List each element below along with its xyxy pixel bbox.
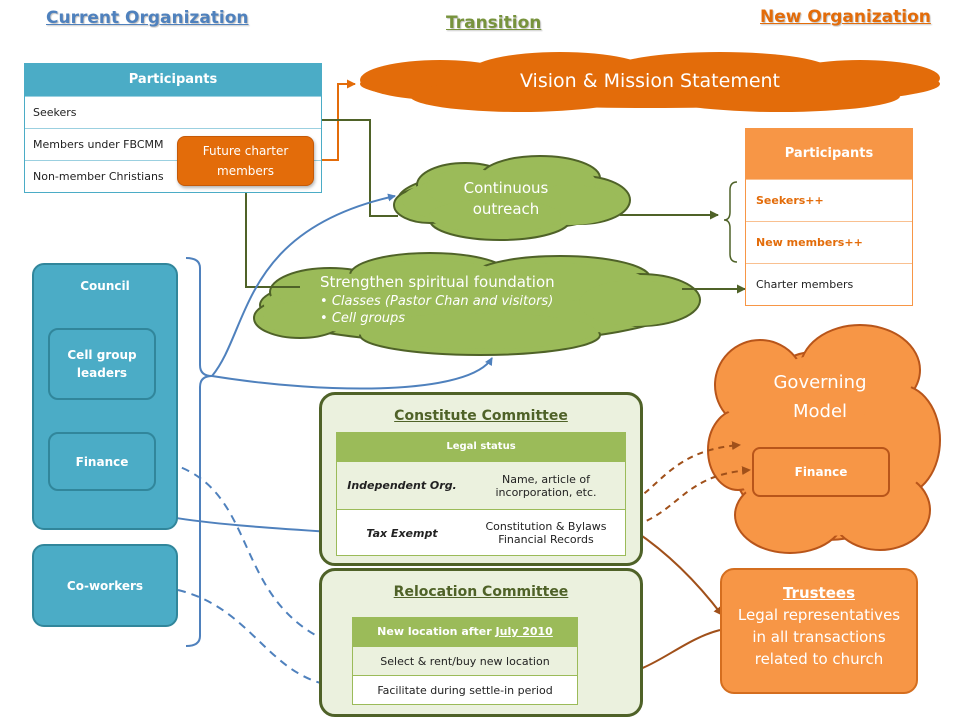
table-header: Participants: [746, 129, 912, 179]
cell-group-leaders-box: Cell group leaders: [48, 328, 156, 400]
spiritual-bullet: • Classes (Pastor Chan and visitors): [320, 294, 554, 309]
council-to-spiritual-arrow: [211, 357, 493, 390]
table-row: Independent Org. Name, article of incorp…: [337, 461, 625, 509]
table-cell: Name, article of incorporation, etc.: [495, 472, 597, 499]
table-row: Seekers++: [746, 179, 912, 221]
trustees-title: Trustees: [782, 584, 856, 602]
table-cell: Constitution & Bylaws Financial Records: [485, 520, 607, 546]
table-row: New members++: [746, 221, 912, 263]
vision-mission-label: Vision & Mission Statement: [519, 70, 781, 92]
transition-heading: Transition: [446, 13, 542, 33]
governing-model-label: Governing Model: [773, 372, 867, 422]
council-to-outreach-arrow: [211, 193, 396, 377]
constitute-committee-title: Constitute Committee: [394, 408, 568, 424]
table-cell: Independent Org.: [347, 479, 457, 492]
table-row: Facilitate during settle-in period: [353, 675, 577, 704]
governing-finance-box: Finance: [752, 447, 890, 497]
future-charter-members-label: Future charter members: [202, 144, 289, 178]
relocation-committee-title: Relocation Committee: [393, 584, 569, 600]
table-header: Legal status: [337, 433, 625, 461]
vision-cloud-shape: [360, 52, 940, 112]
table-row: Non-member Christians: [25, 160, 321, 192]
council-label: Council: [80, 279, 130, 293]
council-finance-label: Finance: [75, 454, 129, 469]
table-header: Participants: [25, 64, 321, 96]
new-participants-table: Participants Seekers++ New members++ Cha…: [745, 128, 913, 306]
council-brace: [185, 257, 213, 647]
council-finance-box: Finance: [48, 432, 156, 491]
relocation-table: New location after July 2010 Select & re…: [352, 617, 578, 705]
spiritual-foundation-text: Strengthen spiritual foundation • Classe…: [320, 273, 620, 326]
table-row: Charter members: [746, 263, 912, 305]
spiritual-bullet: • Cell groups: [320, 311, 406, 326]
finance-to-select-location-arrow: [154, 459, 351, 652]
table-row: Seekers: [25, 96, 321, 128]
legal-status-table: Legal status Independent Org. Name, arti…: [336, 432, 626, 556]
trustees-description: Legal representatives in all transaction…: [737, 606, 901, 668]
coworkers-to-settle-in-arrow: [177, 589, 356, 692]
new-participants-brace: [723, 181, 738, 263]
members-to-outreach-connector: [320, 119, 398, 217]
future-charter-members-box: Future charter members: [177, 136, 314, 186]
table-row: Tax Exempt Constitution & Bylaws Financi…: [337, 509, 625, 556]
governing-finance-label: Finance: [794, 465, 848, 479]
spiritual-title: Strengthen spiritual foundation: [320, 273, 555, 291]
trustees-box: Trustees Legal representatives in all tr…: [720, 568, 918, 694]
current-organization-heading: Current Organization: [46, 8, 249, 28]
continuous-outreach-label: Continuous outreach: [463, 179, 549, 218]
cell-group-leaders-label: Cell group leaders: [67, 348, 137, 380]
coworkers-label: Co-workers: [66, 578, 144, 593]
table-cell: Tax Exempt: [366, 526, 438, 540]
charter-to-vision-connector: [313, 79, 356, 161]
table-row: Members under FBCMM: [25, 128, 321, 160]
coworkers-box: Co-workers: [32, 544, 178, 627]
new-organization-heading: New Organization: [760, 7, 931, 27]
table-header: New location after July 2010: [353, 618, 577, 646]
table-row: Select & rent/buy new location: [353, 646, 577, 675]
charter-to-spiritual-connector: [245, 185, 300, 288]
